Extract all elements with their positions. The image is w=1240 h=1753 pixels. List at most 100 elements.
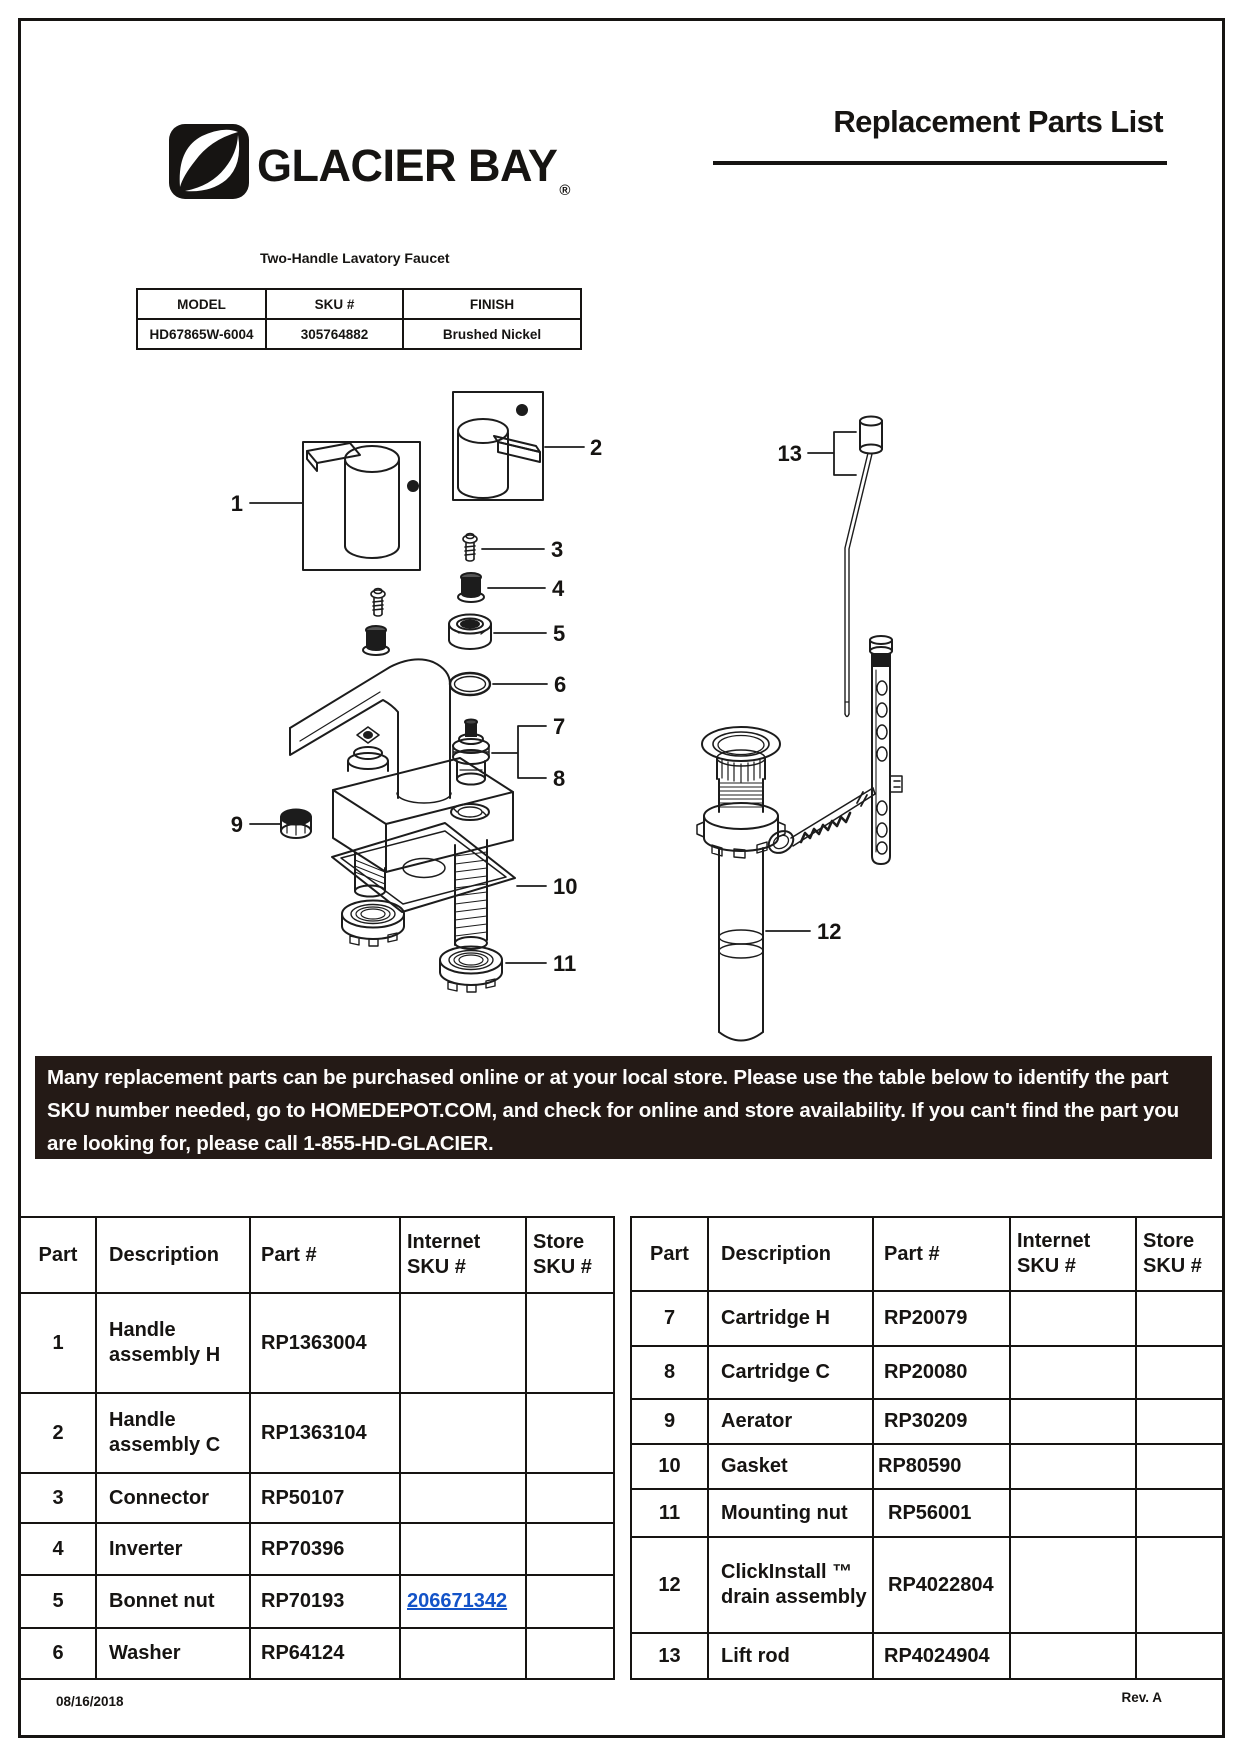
part-number-cell: RP20080 [872,1345,1011,1400]
store-sku-header-line2: SKU # [1143,1255,1202,1277]
part-cell: 7 [630,1290,709,1347]
callout-11: 11 [553,951,576,976]
part-number-cell: RP70193 [249,1574,401,1629]
lift-rod-drawing [844,415,883,718]
availability-banner: Many replacement parts can be purchased … [35,1056,1212,1159]
table-row: 2 Handle assembly C RP1363104 [19,1392,615,1474]
store-sku-cell [525,1472,615,1524]
part-number-cell: RP20079 [872,1290,1011,1347]
finish-header: FINISH [402,288,582,320]
description-cell: Cartridge C [707,1345,874,1400]
callout-8: 8 [553,766,565,791]
store-sku-cell [525,1292,615,1394]
description-cell: Inverter [95,1522,251,1576]
table-row: 7 Cartridge H RP20079 [630,1290,1224,1347]
part-header: Part [630,1216,709,1292]
description-cell: ClickInstall ™ drain assembly [707,1536,874,1634]
mounting-nut-drawing [439,945,503,993]
connector-screw [462,532,478,562]
part-cell: 2 [19,1392,97,1474]
store-sku-cell [1135,1345,1224,1400]
internet-sku-link[interactable]: 206671342 [407,1590,508,1612]
table-row: 5 Bonnet nut RP70193 206671342 [19,1574,615,1629]
part-cell: 10 [630,1443,709,1490]
part-number-header: Part # [872,1216,1011,1292]
description-cell: Bonnet nut [95,1574,251,1629]
callout-9: 9 [231,812,243,837]
table-row: 10 Gasket RP80590 [630,1443,1224,1490]
table-row: 11 Mounting nut RP56001 [630,1488,1224,1538]
part-number-cell: RP1363104 [249,1392,401,1474]
description-cell: Handle assembly H [95,1292,251,1394]
table-row: 4 Inverter RP70396 [19,1522,615,1576]
part-number-header: Part # [249,1216,401,1294]
faucet-body-drawing [289,658,514,950]
store-sku-cell [1135,1632,1224,1680]
part2-box [452,391,544,501]
table-row: 9 Aerator RP30209 [630,1398,1224,1445]
part-cell: 1 [19,1292,97,1394]
page-border [18,18,1225,1738]
brand-name: GLACIER BAY® [257,140,570,199]
table-row: 6 Washer RP64124 [19,1627,615,1680]
callout-7: 7 [553,714,565,739]
part-number-cell: RP64124 [249,1627,401,1680]
handle-assembly-c-drawing [457,404,541,499]
internet-sku-header-line1: Internet [407,1231,481,1253]
handle-assembly-h-drawing [306,442,419,559]
internet-sku-cell [399,1292,527,1394]
document-date: 08/16/2018 [56,1694,124,1709]
table-row: 3 Connector RP50107 [19,1472,615,1524]
part-cell: 12 [630,1536,709,1634]
part-number-cell: RP1363004 [249,1292,401,1394]
inverter-left [362,625,390,656]
internet-sku-cell [1009,1488,1137,1538]
part-number-cell: RP30209 [872,1398,1011,1445]
internet-sku-header-line2: SKU # [1017,1255,1076,1277]
part-number-cell: RP4024904 [872,1632,1011,1680]
part-cell: 9 [630,1398,709,1445]
model-table-value-row: HD67865W-6004 305764882 Brushed Nickel [136,318,582,350]
part-number-cell: RP56001 [872,1488,1011,1538]
cartridge-drawing [452,718,490,786]
callout-2: 2 [590,435,602,460]
part-cell: 3 [19,1472,97,1524]
sku-value: 305764882 [265,318,404,350]
store-sku-cell [1135,1488,1224,1538]
product-name: Two-Handle Lavatory Faucet [260,250,450,266]
description-header: Description [707,1216,874,1292]
page-title: Replacement Parts List [833,104,1163,139]
model-info-table: MODEL SKU # FINISH HD67865W-6004 3057648… [136,288,582,350]
internet-sku-cell [399,1522,527,1576]
table-row: 1 Handle assembly H RP1363004 [19,1292,615,1394]
internet-sku-cell [399,1392,527,1474]
drain-assembly-drawing [696,635,903,1042]
sku-header: SKU # [265,288,404,320]
callout-4: 4 [552,576,565,601]
connector-screw-left [370,587,386,617]
store-sku-cell [525,1392,615,1474]
store-sku-cell [1135,1290,1224,1347]
part-header: Part [19,1216,97,1294]
table-row: 13 Lift rod RP4024904 [630,1632,1224,1680]
description-cell: Washer [95,1627,251,1680]
gasket-drawing [331,822,516,913]
part-number-cell: RP70396 [249,1522,401,1576]
part-number-cell: RP4022804 [872,1536,1011,1634]
part-number-cell: RP50107 [249,1472,401,1524]
model-table-header-row: MODEL SKU # FINISH [136,288,582,320]
internet-sku-header-line1: Internet [1017,1230,1091,1252]
store-sku-cell [525,1627,615,1680]
callout-3: 3 [551,537,563,562]
internet-sku-cell [1009,1536,1137,1634]
description-cell: Aerator [707,1398,874,1445]
description-cell: Connector [95,1472,251,1524]
registered-mark: ® [559,182,570,199]
callout-1: 1 [231,491,243,516]
